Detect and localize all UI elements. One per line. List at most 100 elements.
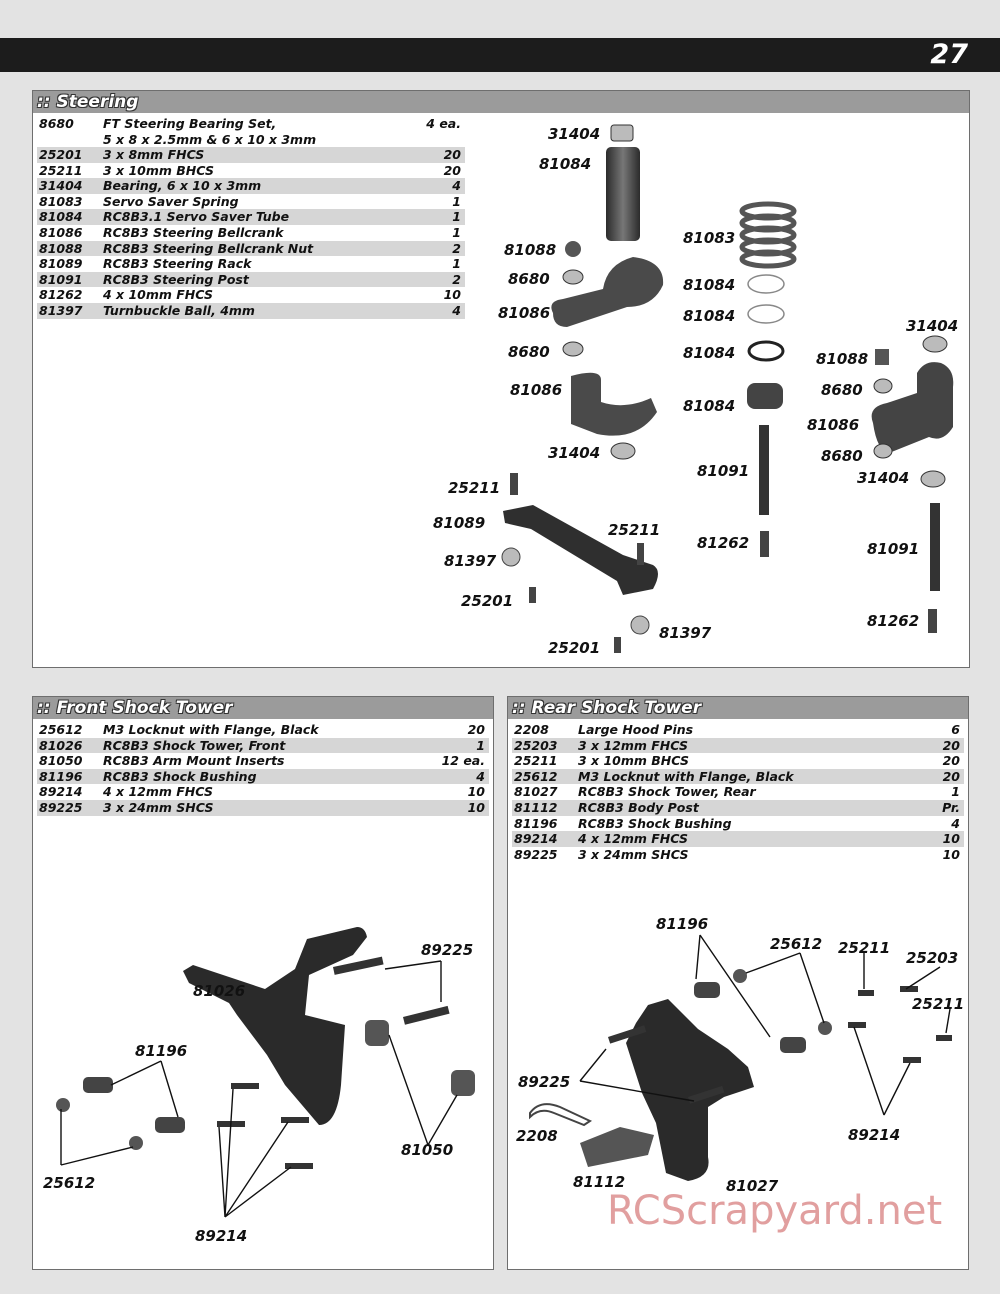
part-number: 31404 (39, 178, 83, 194)
bellcrank-icon (871, 362, 954, 453)
part-desc: RC8B3 Steering Post (103, 271, 249, 287)
turnbuckle-ball-icon (630, 615, 650, 635)
callout-label: 81086 (807, 416, 859, 434)
o-ring-icon (747, 340, 785, 362)
front-callouts: 89225 81026 81196 25612 81050 89214 (43, 941, 473, 1245)
part-desc: 3 x 8mm FHCS (103, 147, 205, 162)
shock-tower-icon (183, 927, 367, 1125)
part-number: 81397 (39, 302, 83, 318)
part-qty: 1 (452, 209, 461, 225)
callout-label: 25203 (906, 949, 958, 967)
rear-callouts: 81196 25612 25211 25203 25211 89225 2208… (516, 915, 964, 1195)
bearing-icon (610, 124, 634, 142)
part-desc: RC8B3 Steering Bellcrank (103, 224, 284, 240)
part-qty: 4 ea. (426, 116, 461, 131)
spring-icon (739, 201, 797, 269)
part-qty: 4 (452, 178, 461, 194)
screw-icon (936, 1035, 952, 1041)
leader-lines (579, 934, 951, 1116)
callout-label: 81050 (401, 1141, 453, 1159)
part-qty: 12 ea. (441, 753, 485, 769)
part-desc: 4 x 12mm FHCS (578, 831, 688, 847)
part-qty: 1 (951, 784, 960, 800)
callout-label: 81084 (683, 344, 735, 362)
part-number: 25211 (39, 162, 83, 178)
callout-label: 81027 (726, 1177, 779, 1195)
steering-callouts: 31404 81084 81088 8680 81086 8680 81086 … (433, 125, 958, 657)
steering-exploded-diagram: 31404 81084 81088 8680 81086 8680 81086 … (433, 124, 958, 657)
callout-label: 31404 (857, 469, 909, 487)
part-number: 81088 (39, 240, 83, 256)
part-number: 81083 (39, 193, 83, 209)
rear-shock-tower-title: :: Rear Shock Tower (508, 697, 968, 719)
page-header-bar: 27 (0, 38, 1000, 72)
front-shock-tower-diagram: 89225 81026 81196 25612 81050 89214 (43, 927, 475, 1245)
callout-label: 81112 (573, 1173, 625, 1191)
callout-label: 89225 (518, 1073, 570, 1091)
part-qty: 4 (452, 302, 461, 318)
callout-label: 8680 (821, 381, 863, 399)
part-number: 25612 (39, 722, 83, 737)
callout-label: 31404 (548, 444, 600, 462)
leader-lines (60, 960, 458, 1218)
locknut-icon (56, 1098, 70, 1112)
body-post-icon (580, 1127, 654, 1167)
part-number: 81084 (39, 209, 83, 225)
part-number: 81026 (39, 737, 83, 753)
callout-label: 81397 (444, 552, 497, 570)
screw-icon (402, 1005, 450, 1025)
o-ring-icon (747, 274, 785, 294)
callout-label: 81084 (683, 397, 735, 415)
part-qty: 4 (476, 768, 485, 784)
callout-label: 81083 (683, 229, 735, 247)
servo-saver-tube-icon (606, 147, 640, 241)
callout-label: 89225 (421, 941, 473, 959)
part-qty: 20 (443, 147, 461, 162)
part-qty: 4 (951, 815, 960, 831)
part-desc: 3 x 10mm BHCS (578, 753, 689, 769)
callout-label: 81091 (697, 462, 749, 480)
part-qty: 2 (452, 240, 461, 256)
page-number: 27 (930, 39, 968, 70)
part-desc: RC8B3 Body Post (578, 799, 699, 815)
steering-rack-icon (503, 505, 658, 595)
bearing-icon (610, 442, 636, 460)
part-qty: 20 (443, 162, 461, 178)
part-desc: RC8B3 Shock Bushing (578, 815, 732, 831)
callout-label: 81084 (539, 155, 591, 173)
screw-icon (608, 1025, 647, 1044)
part-desc: 4 x 10mm FHCS (103, 287, 213, 303)
screw-icon (858, 990, 874, 996)
screw-icon (928, 609, 937, 633)
rear-shock-tower-diagram: 81196 25612 25211 25203 25211 89225 2208… (516, 915, 964, 1195)
bellcrank-icon (551, 257, 664, 327)
callout-label: 81196 (135, 1042, 187, 1060)
screw-icon (614, 637, 621, 653)
bushing-icon (747, 383, 783, 409)
callout-label: 81084 (683, 307, 735, 325)
part-desc: Servo Saver Spring (103, 193, 239, 209)
site-watermark: RCScrapyard.net (607, 1188, 943, 1234)
screw-icon (231, 1083, 259, 1089)
callout-label: 81089 (433, 514, 485, 532)
part-desc: 4 x 12mm FHCS (103, 784, 213, 800)
part-number: 81089 (39, 256, 83, 272)
part-qty: 20 (942, 737, 960, 753)
callout-label: 25612 (43, 1174, 95, 1192)
part-desc: 3 x 12mm FHCS (578, 737, 688, 753)
screw-icon (529, 587, 536, 603)
bearing-icon (922, 335, 948, 353)
